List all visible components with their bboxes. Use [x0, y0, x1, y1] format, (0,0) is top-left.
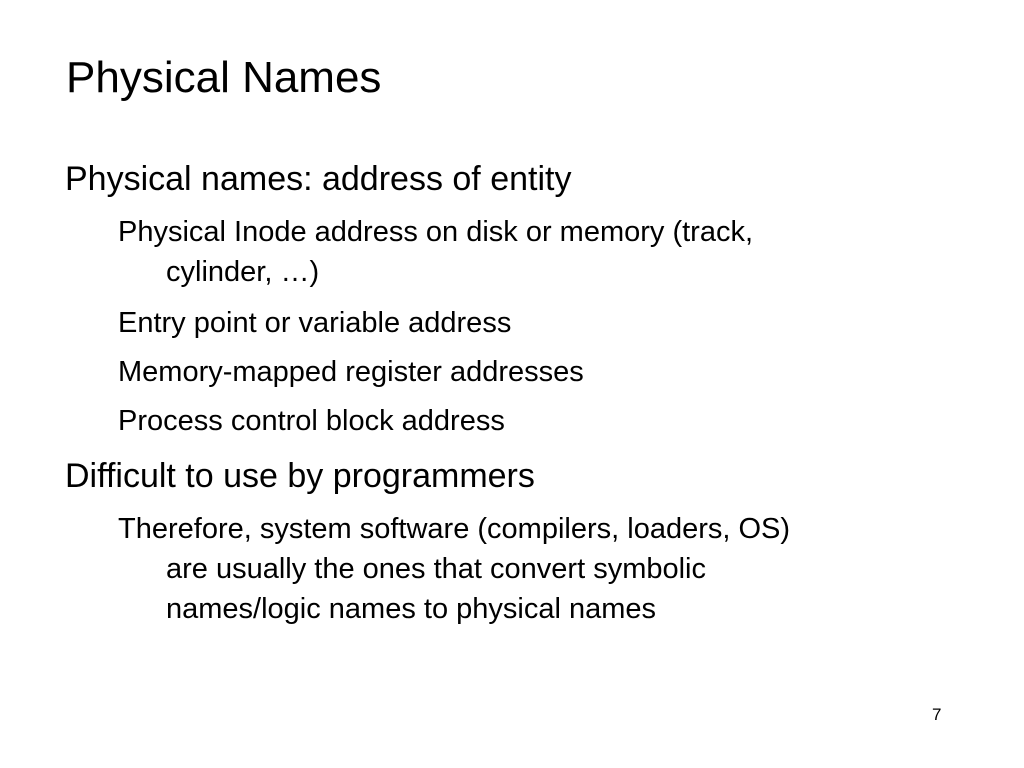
bullet-line: Physical names: address of entity	[65, 160, 572, 198]
bullet-line: Therefore, system software (compilers, l…	[118, 513, 791, 545]
bullet-line: Entry point or variable address	[118, 307, 512, 339]
bullet-line-continuation: are usually the ones that convert symbol…	[166, 553, 706, 585]
subbullet-memory-mapped: Memory-mapped register addresses	[118, 352, 584, 392]
bullet-line: Physical Inode address on disk or memory…	[118, 216, 754, 248]
bullet-line: Difficult to use by programmers	[65, 457, 535, 495]
bullet-line: Process control block address	[118, 405, 505, 437]
subbullet-system-software: Therefore, system software (compilers, l…	[118, 509, 790, 629]
subbullet-inode-address: Physical Inode address on disk or memory…	[118, 212, 753, 292]
page-number: 7	[932, 705, 942, 724]
bullet-line: Memory-mapped register addresses	[118, 356, 584, 388]
subbullet-process-control-block: Process control block address	[118, 401, 505, 441]
bullet-physical-names: Physical names: address of entity	[65, 159, 571, 199]
slide-title: Physical Names	[66, 53, 382, 102]
bullet-difficult-to-use: Difficult to use by programmers	[65, 456, 535, 496]
bullet-line-continuation: cylinder, …)	[166, 256, 320, 288]
subbullet-entry-point: Entry point or variable address	[118, 303, 511, 343]
bullet-line-continuation: names/logic names to physical names	[166, 593, 657, 625]
